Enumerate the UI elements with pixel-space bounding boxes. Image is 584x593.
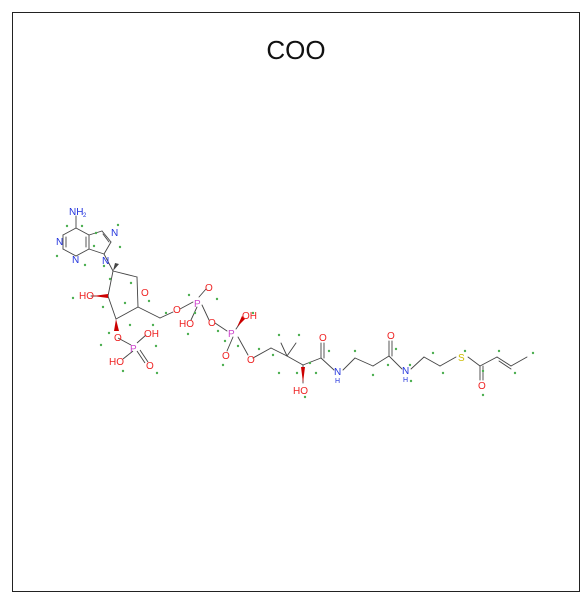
svg-text:HO: HO [179, 319, 194, 330]
molecule-title: COO [266, 35, 326, 65]
svg-text:HO: HO [293, 386, 308, 397]
svg-text:O: O [141, 288, 149, 299]
svg-text:O: O [319, 333, 327, 344]
svg-text:O: O [146, 361, 154, 372]
svg-text:N: N [72, 255, 79, 266]
svg-text:OH: OH [242, 311, 257, 322]
bonds [62, 215, 528, 384]
stereo-bonds [93, 263, 305, 383]
svg-text:HO: HO [79, 291, 94, 302]
svg-text:H: H [335, 378, 340, 385]
svg-text:N: N [111, 228, 118, 239]
svg-text:P: P [194, 299, 201, 310]
svg-text:O: O [247, 355, 255, 366]
svg-text:HO: HO [109, 357, 124, 368]
svg-text:O: O [478, 381, 486, 392]
svg-text:2: 2 [83, 213, 87, 219]
svg-text:N: N [334, 367, 341, 378]
svg-text:N: N [102, 256, 109, 267]
svg-text:N: N [402, 366, 409, 377]
svg-text:O: O [222, 351, 230, 362]
label-nh2: NH [69, 207, 83, 218]
svg-text:O: O [387, 331, 395, 342]
svg-text:P: P [130, 344, 137, 355]
atom-labels: NH 2 N N N N O HO O P OH HO O O P O HO O… [56, 207, 486, 397]
svg-text:OH: OH [144, 329, 159, 340]
svg-text:O: O [173, 305, 181, 316]
svg-text:P: P [228, 329, 235, 340]
svg-text:O: O [208, 318, 216, 329]
svg-text:N: N [56, 237, 63, 248]
viewer-frame: COO [12, 12, 580, 592]
svg-text:H: H [403, 377, 408, 384]
svg-text:O: O [114, 333, 122, 344]
atom-index-marks [55, 223, 535, 399]
svg-text:S: S [458, 353, 465, 364]
molecule-structure: NH 2 N N N N O HO O P OH HO O O P O HO O… [55, 207, 535, 399]
svg-text:O: O [205, 283, 213, 294]
